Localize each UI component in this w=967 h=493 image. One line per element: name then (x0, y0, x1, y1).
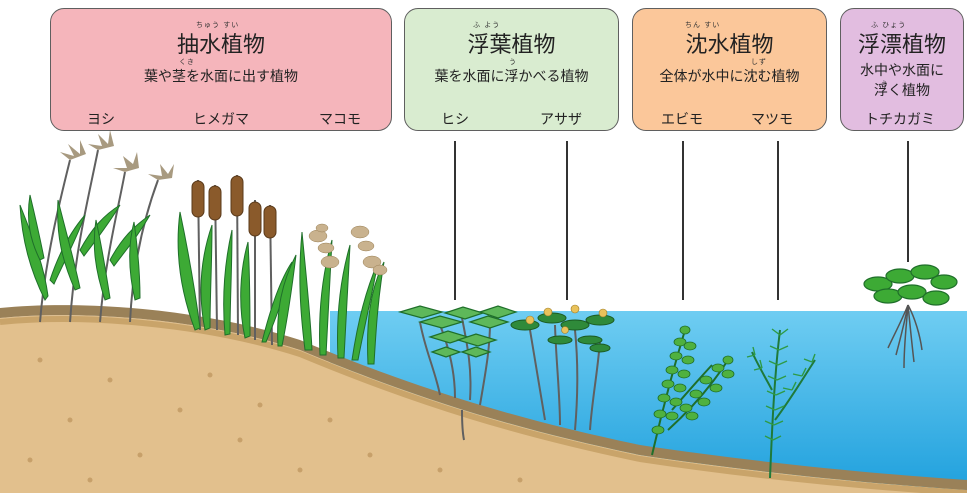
category-title: 抽水植物 (176, 33, 265, 58)
species-himegama: ヒメガマ (193, 112, 249, 128)
plant-hishi-water-chestnut (397, 305, 518, 441)
species-ebimo: エビモ (661, 112, 703, 128)
shore-soil (0, 315, 967, 493)
plant-asaza (510, 304, 615, 431)
category-title: 浮漂植物 (857, 33, 946, 58)
species-yoshi: ヨシ (87, 112, 115, 128)
plant-yoshi-reed (19, 130, 174, 323)
species-matsumo: マツモ (751, 112, 793, 128)
plant-matsumo-hornwort (746, 328, 816, 479)
description-line-2: 浮く植物 (874, 83, 930, 99)
species-asaza: アサザ (540, 112, 582, 128)
category-title: 浮葉植物 (467, 33, 556, 58)
desc-ruby: しず (751, 58, 767, 66)
species-tochikagami: トチカガミ (865, 112, 935, 128)
plant-ebimo (651, 325, 735, 456)
description-line-1: 水中や水面に (860, 63, 944, 79)
category-description: 葉や茎を水面に出す植物 (144, 69, 298, 85)
category-box-submerged: ちん すい 沈水植物 しず 全体が水中に沈む植物 エビモ マツモ (632, 8, 827, 131)
category-box-floating-leaved: ふ よう 浮葉植物 う 葉を水面に浮かべる植物 ヒシ アサザ (404, 8, 619, 131)
category-description: 水中や水面に 浮く植物 (841, 61, 963, 101)
desc-ruby: う (509, 58, 517, 66)
soil-texture (27, 357, 523, 483)
title-ruby: ちん すい (685, 21, 721, 29)
desc-ruby: う (881, 80, 889, 88)
plant-makomo (299, 223, 388, 365)
title-ruby: ふ よう (473, 21, 501, 29)
species-makomo: マコモ (319, 112, 361, 128)
shore-edge-line (0, 316, 967, 493)
plant-himegama-cattail (177, 174, 297, 347)
plant-tochikagami (863, 264, 958, 369)
species-hishi: ヒシ (441, 112, 469, 128)
title-ruby: ちゅう すい (196, 21, 240, 29)
title-ruby: ふ ひょう (871, 21, 907, 29)
category-description: 全体が水中に沈む植物 (659, 69, 800, 85)
connector-lines (454, 141, 909, 300)
desc-ruby: くき (179, 58, 195, 66)
category-box-free-floating: ふ ひょう 浮漂植物 う 水中や水面に 浮く植物 トチカガミ (840, 8, 964, 131)
category-description: 葉を水面に浮かべる植物 (434, 69, 589, 85)
category-title: 沈水植物 (685, 33, 774, 58)
category-box-emergent: ちゅう すい 抽水植物 くき 葉や茎を水面に出す植物 ヨシ ヒメガマ マコモ (50, 8, 392, 131)
